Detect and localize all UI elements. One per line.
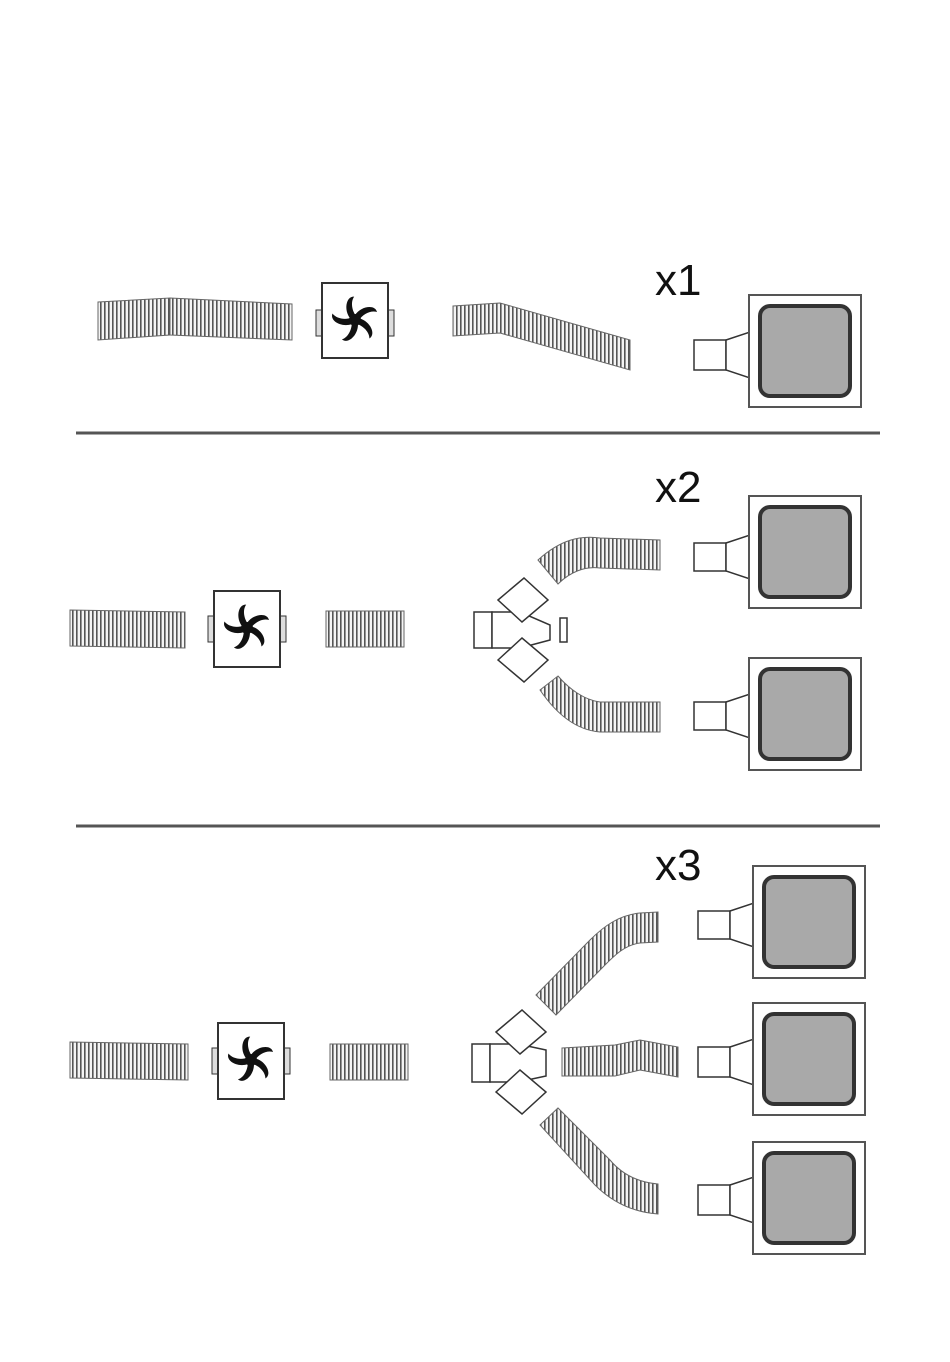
vent-outlet: [694, 295, 861, 407]
inlet-duct: [70, 1042, 188, 1080]
branch-duct-lower: [540, 1108, 658, 1214]
fan-unit: [212, 1023, 290, 1099]
fan-unit: [316, 283, 394, 358]
branch-duct-upper: [538, 537, 660, 584]
vent-outlet: [694, 496, 861, 608]
y-splitter: [474, 578, 567, 682]
section-3: x3: [70, 841, 865, 1254]
fan-unit: [208, 591, 286, 667]
vent-outlet: [694, 658, 861, 770]
outlet-duct: [453, 303, 630, 370]
y-splitter: [472, 1010, 546, 1114]
vent-outlet: [698, 866, 865, 978]
vent-outlet: [698, 1142, 865, 1254]
branch-duct-upper: [536, 912, 658, 1015]
section-1: x1: [98, 256, 861, 407]
branch-duct-middle: [562, 1040, 678, 1077]
section-2-label: x2: [655, 463, 701, 512]
section-2: x2: [70, 463, 861, 770]
vent-outlet: [698, 1003, 865, 1115]
connector-duct: [330, 1044, 408, 1080]
section-1-label: x1: [655, 256, 701, 305]
branch-duct-lower: [540, 676, 660, 732]
inlet-duct: [70, 610, 185, 648]
inlet-duct: [98, 298, 292, 340]
connector-duct: [326, 611, 404, 647]
section-3-label: x3: [655, 841, 701, 890]
